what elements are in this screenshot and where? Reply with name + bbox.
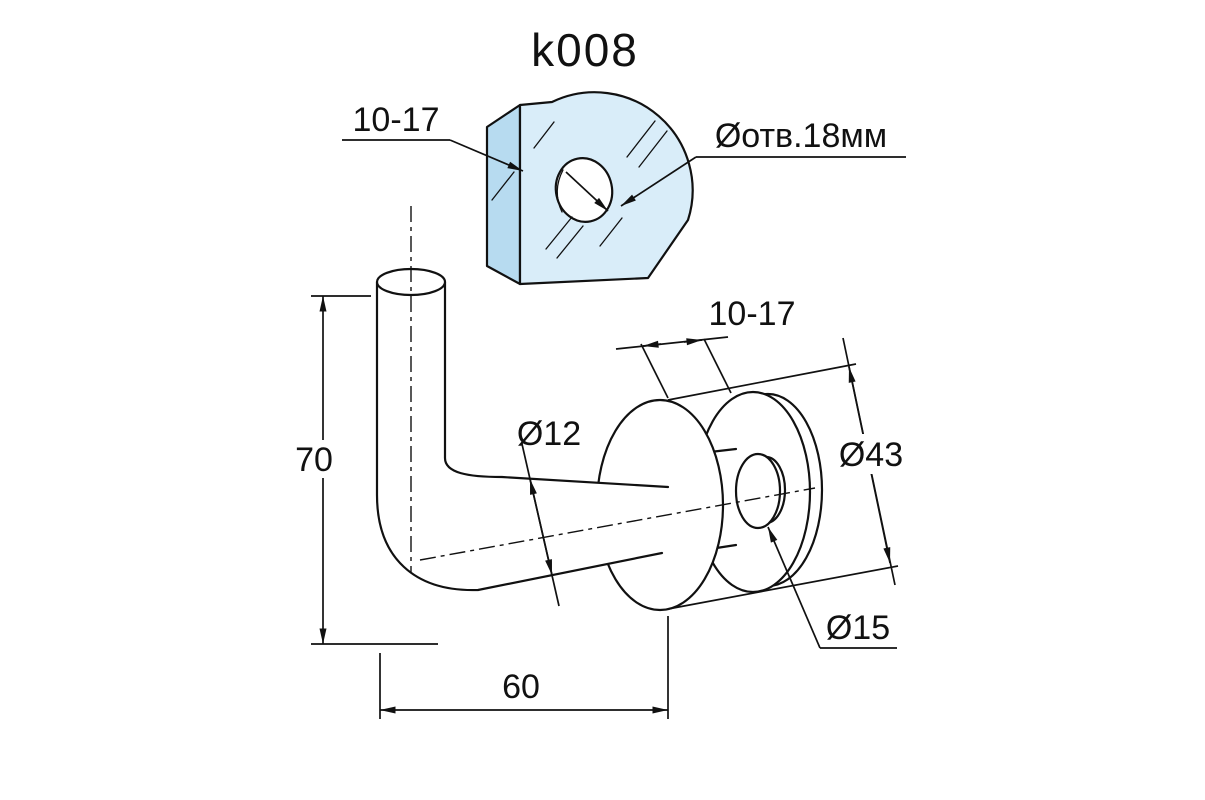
flange-diameter-label: Ø43 [839, 436, 903, 474]
dim-tube-diameter: Ø12 [517, 415, 581, 607]
dim-length: 60 [379, 616, 669, 719]
length-label: 60 [502, 668, 540, 706]
tube-diameter-label: Ø12 [517, 415, 581, 453]
drawing-title: k008 [531, 24, 639, 76]
dim-hole-diameter: Øотв.18мм [565, 117, 906, 212]
dim-clamp-thickness: 10-17 [342, 101, 524, 172]
glass-clamp [485, 91, 694, 286]
axis-centerline [419, 487, 816, 561]
height-label: 70 [295, 441, 333, 479]
bracket [375, 206, 824, 612]
glass-hatch-marks [491, 120, 668, 259]
tube-inner-edge [443, 280, 670, 489]
glass-clamp-hole-depth-line [556, 169, 564, 213]
washer-thickness-label: 10-17 [709, 295, 796, 333]
clamp-thickness-label: 10-17 [353, 101, 440, 139]
hole-diameter-label: Øотв.18мм [715, 117, 887, 155]
dim-height: 70 [288, 295, 438, 645]
stem-front-edge [734, 452, 782, 530]
tube-fill [377, 282, 668, 591]
glass-clamp-side-face [485, 103, 522, 286]
dim-washer-thickness: 10-17 [615, 295, 796, 399]
stem-diameter-label: Ø15 [826, 609, 890, 647]
dim-stem-diameter: Ø15 [767, 526, 897, 649]
stem-end [734, 452, 787, 530]
tube-outer-edge [375, 280, 664, 592]
dim-flange-diameter: Ø43 [667, 337, 912, 610]
